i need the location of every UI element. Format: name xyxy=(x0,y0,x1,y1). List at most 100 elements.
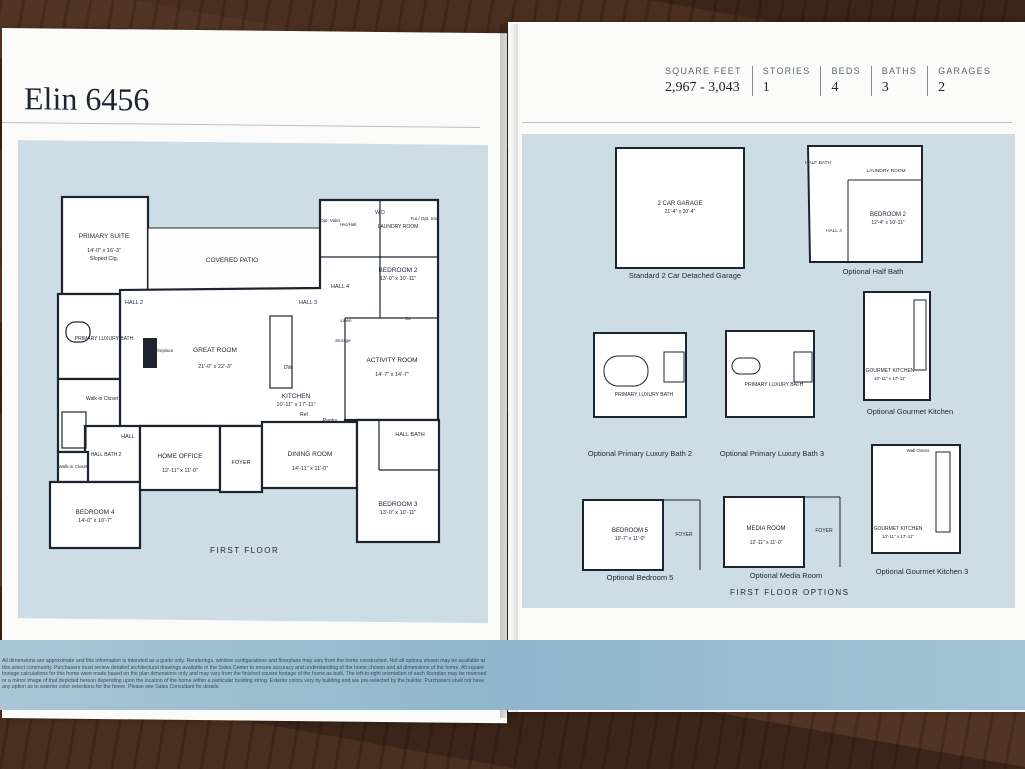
media-room-label: MEDIA ROOM xyxy=(746,526,785,532)
hvac-label: Hvc/Hall xyxy=(340,222,357,227)
gourmet-kitchen-label: GOURMET KITCHEN xyxy=(866,368,915,374)
bedroom-3-wing xyxy=(355,418,441,544)
hall-3-label: HALL 3 xyxy=(299,300,317,306)
home-office-label: HOME OFFICE xyxy=(157,453,203,460)
tub xyxy=(65,321,91,343)
gourmet-kitchen-3-dims: 10'-11" x 17'-11" xyxy=(882,534,914,539)
great-room-label: GREAT ROOM xyxy=(193,347,237,354)
half-bath-label: HALF BATH xyxy=(805,160,832,166)
garage-dims: 21'-4" x 20'-4" xyxy=(665,209,696,215)
bedroom-5-dims: 10'-7" x 11'-0" xyxy=(615,536,646,542)
home-office-dims: 12'-11" x 11'-0" xyxy=(162,468,198,474)
bedroom-5-caption: Optional Bedroom 5 xyxy=(607,573,674,582)
stat-label: SQUARE FEET xyxy=(665,66,742,76)
primary-suite-room xyxy=(60,195,150,296)
half-bath-plan xyxy=(806,145,923,263)
gourmet-kitchen-3-label: GOURMET KITCHEN xyxy=(874,526,923,532)
media-room-foyer-label: FOYER xyxy=(815,528,833,534)
closet-label: CL xyxy=(405,316,411,321)
bedroom-4-dims: 14'-0" x 10'-7" xyxy=(78,518,112,524)
hall-4-label: HALL 4 xyxy=(331,284,349,290)
bath-2-caption: Optional Primary Luxury Bath 2 xyxy=(588,449,692,458)
fireplace-block xyxy=(143,338,157,368)
stat-label: BATHS xyxy=(881,66,918,76)
media-room-plan xyxy=(723,496,805,568)
bedroom-4-room xyxy=(48,480,142,550)
great-room-dims: 21'-0" x 22'-3" xyxy=(198,364,232,370)
footer-band xyxy=(0,640,1025,710)
stat-label: BEDS xyxy=(831,66,861,76)
disclaimer-text: All dimensions are approximate and this … xyxy=(2,658,487,691)
hall-2-label: HALL 2 xyxy=(125,300,143,306)
half-bath-bedroom-dims: 12'-4" x 10'-11" xyxy=(871,220,904,226)
half-bath-caption: Optional Half Bath xyxy=(843,267,904,276)
kitchen-label: KITCHEN xyxy=(282,393,311,400)
stat-garages: GARAGES 2 xyxy=(927,66,1001,96)
book-spine-shadow xyxy=(500,24,518,718)
covered-patio-label: COVERED PATIO xyxy=(206,257,259,264)
pantry-label: Pantry xyxy=(323,418,338,424)
home-stats: SQUARE FEET 2,967 - 3,043 STORIES 1 BEDS… xyxy=(665,66,1001,96)
bath-2-plan xyxy=(593,332,687,418)
stat-value: 2,967 - 3,043 xyxy=(665,80,740,95)
stats-rule xyxy=(522,122,1012,123)
bath-3-caption: Optional Primary Luxury Bath 3 xyxy=(720,449,824,458)
dw-label: DW xyxy=(284,365,293,371)
hall-bath-2-label: HALL BATH 2 xyxy=(91,452,122,458)
opt-valet-label: Opt. Valet xyxy=(320,218,340,223)
primary-suite-dims: 14'-0" x 16'-3" xyxy=(87,248,121,254)
home-office-room xyxy=(138,424,222,492)
first-floor-label: FIRST FLOOR xyxy=(210,546,280,555)
kitchen-dims: 10'-11" x 17'-11" xyxy=(276,402,315,408)
bedroom-4-label: BEDROOM 4 xyxy=(75,509,114,516)
stat-value: 1 xyxy=(762,80,770,95)
foyer-label: FOYER xyxy=(232,460,251,466)
hall-label: HALL xyxy=(121,434,135,440)
wall-ovens-label: Wall Ovens xyxy=(907,448,931,453)
stat-square-feet: SQUARE FEET 2,967 - 3,043 xyxy=(665,66,752,96)
primary-luxury-bath-label: PRIMARY LUXURY BATH xyxy=(75,336,134,342)
bedroom-5-foyer-label: FOYER xyxy=(675,532,693,538)
garage-name: 2 CAR GARAGE xyxy=(657,201,702,207)
gourmet-kitchen-3-caption: Optional Gourmet Kitchen 3 xyxy=(876,567,969,576)
half-bath-bedroom-label: BEDROOM 2 xyxy=(870,212,907,218)
stat-value: 3 xyxy=(881,80,889,95)
stat-baths: BATHS 3 xyxy=(870,66,927,96)
half-bath-laundry-label: LAUNDRY ROOM xyxy=(866,168,905,174)
gourmet-kitchen-3-plan xyxy=(871,444,961,554)
activity-room-label: ACTIVITY ROOM xyxy=(366,357,417,364)
covered-patio-area xyxy=(147,227,321,291)
dining-room-room xyxy=(260,420,359,490)
stat-value: 2 xyxy=(938,80,946,95)
stat-value: 4 xyxy=(831,80,839,95)
walk-in-closet-label: Walk-in Closet xyxy=(86,396,119,402)
garage-caption: Standard 2 Car Detached Garage xyxy=(629,271,741,280)
garage-plan xyxy=(615,147,745,269)
walk-in-closet-2-label: Walk-in Closet xyxy=(59,464,89,469)
gourmet-kitchen-dims: 10'-11" x 17'-11" xyxy=(874,376,906,381)
dining-room-dims: 14'-11" x 11'-0" xyxy=(292,466,328,472)
hall-bath-label: HALL BATH xyxy=(395,432,424,438)
media-room-dims: 12'-11" x 11'-0" xyxy=(750,540,783,546)
primary-suite-note: Sloped Clg. xyxy=(90,256,119,262)
bedroom-2-dims: 13'-0" x 10'-11" xyxy=(380,276,417,282)
dining-room-label: DINING ROOM xyxy=(288,451,333,458)
bedroom-5-label: BEDROOM 5 xyxy=(612,528,649,534)
gourmet-kitchen-caption: Optional Gourmet Kitchen xyxy=(867,407,953,416)
kitchen-island xyxy=(269,315,293,389)
bath-3-label: PRIMARY LUXURY BATH xyxy=(745,382,804,388)
activity-room-dims: 14'-7" x 14'-7" xyxy=(375,372,409,378)
laundry-label: LAUNDRY ROOM xyxy=(378,224,419,230)
half-bath-hall-label: HALL 4 xyxy=(826,228,842,234)
bath-2-label: PRIMARY LUXURY BATH xyxy=(615,392,674,398)
stat-stories: STORIES 1 xyxy=(751,66,821,96)
gourmet-kitchen-plan xyxy=(863,291,931,401)
bedroom-3-label: BEDROOM 3 xyxy=(378,501,417,508)
primary-suite-label: PRIMARY SUITE xyxy=(79,233,130,240)
first-floor-options-label: FIRST FLOOR OPTIONS xyxy=(730,588,850,597)
storage-label: Storage xyxy=(335,338,351,343)
bedroom-3-dims: 13'-0" x 10'-11" xyxy=(380,510,417,516)
closet-shelving xyxy=(61,411,87,449)
